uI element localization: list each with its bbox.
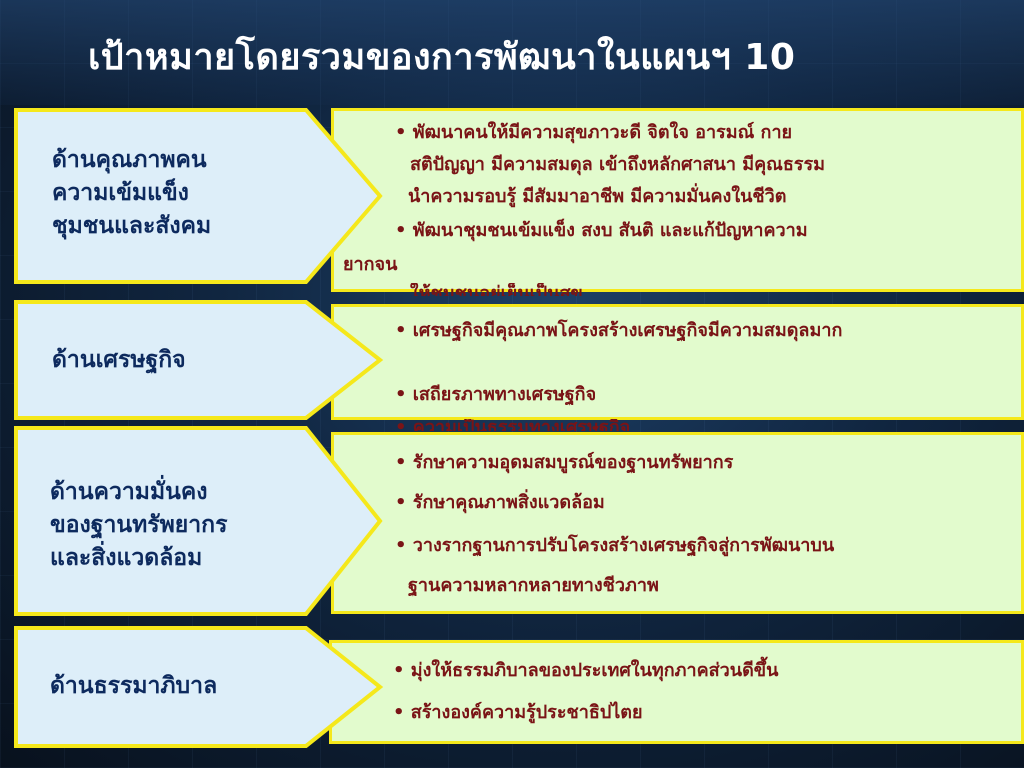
section-3-arrow-box: ด้านความมั่นคง ของฐานทรัพยากร และสิ่งแวด… [14, 426, 384, 616]
arrow-shape [14, 108, 383, 284]
section-1-line-5: ยากจน [343, 254, 398, 275]
section-4-label: ด้านธรรมาภิบาล [50, 673, 218, 699]
section-3-line-1: • รักษาความอุดมสมบูรณ์ของฐานทรัพยากร [395, 452, 734, 473]
section-3-label: ด้านความมั่นคง ของฐานทรัพยากร และสิ่งแวด… [50, 479, 228, 571]
section-2-line-1: • เศรษฐกิจมีคุณภาพโครงสร้างเศรษฐกิจมีควา… [395, 320, 843, 341]
arrow-shape [14, 626, 384, 748]
section-4-content-box [329, 640, 1024, 744]
section-2-overflow-clip: • ความเป็นธรรมทางเศรษฐกิจ [390, 419, 710, 431]
section-4-line-1: • มุ่งให้ธรรมภิบาลของประเทศในทุกภาคส่วนด… [393, 660, 779, 681]
title-band [0, 0, 1024, 105]
section-1-label: ด้านคุณภาพคน ความเข้มแข็ง ชุมชนและสังคม [52, 147, 212, 239]
section-2-arrow-box: ด้านเศรษฐกิจ [14, 300, 384, 420]
section-1-overflow-clip: ให้ชุมชนอยู่เย็นเป็นสุข [400, 283, 660, 296]
section-2-line-3: • ความเป็นธรรมทางเศรษฐกิจ [395, 419, 631, 431]
section-4-line-2: • สร้างองค์ความรู้ประชาธิปไตย [393, 702, 643, 723]
section-1-line-3: นำความรอบรู้ มีสัมมาอาชีพ มีความมั่นคงใน… [408, 186, 787, 207]
section-4-arrow-box: ด้านธรรมาภิบาล [14, 626, 384, 748]
slide-title: เป้าหมายโดยรวมของการพัฒนาในแผนฯ 10 [88, 37, 796, 78]
section-1-line-6: ให้ชุมชนอยู่เย็นเป็นสุข [410, 283, 583, 296]
section-3-content-box [331, 432, 1024, 614]
section-2-content-box [331, 304, 1024, 420]
section-3-line-2: • รักษาคุณภาพสิ่งแวดล้อม [395, 492, 605, 513]
section-3-line-4: ฐานความหลากหลายทางชีวภาพ [408, 575, 659, 596]
section-1-line-2: สติปัญญา มีความสมดุล เข้าถึงหลักศาสนา มี… [410, 154, 826, 175]
arrow-shape [14, 426, 383, 616]
section-1-arrow-box: ด้านคุณภาพคน ความเข้มแข็ง ชุมชนและสังคม [14, 108, 384, 284]
section-2-line-2: • เสถียรภาพทางเศรษฐกิจ [395, 384, 597, 405]
section-1-content-box [331, 108, 1024, 292]
section-1-line-4: • พัฒนาชุมชนเข้มแข็ง สงบ สันติ และแก้ปัญ… [395, 220, 808, 241]
section-3-line-3: • วางรากฐานการปรับโครงสร้างเศรษฐกิจสู่กา… [395, 535, 835, 556]
section-2-label: ด้านเศรษฐกิจ [52, 347, 186, 373]
arrow-shape [14, 300, 384, 420]
section-1-line-1: • พัฒนาคนให้มีความสุขภาวะดี จิตใจ อารมณ์… [395, 122, 793, 143]
